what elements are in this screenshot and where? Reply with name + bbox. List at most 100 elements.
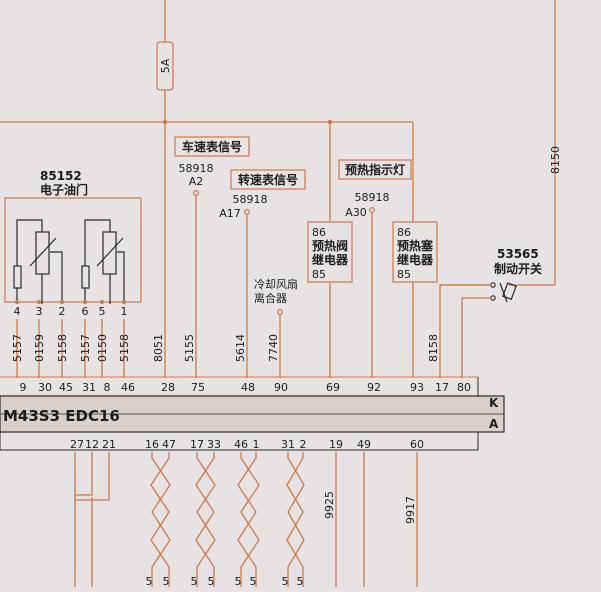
ecu-k-pin: 93 — [410, 381, 424, 394]
speedometer-code: 58918 — [179, 162, 214, 175]
ecu-k-pin: 80 — [457, 381, 471, 394]
ecu-connector-k: K — [489, 396, 499, 410]
relay-plug-box — [392, 221, 438, 283]
a-connector — [0, 431, 479, 451]
switch-contact — [490, 282, 496, 288]
lower-harness — [74, 452, 418, 587]
throttle-pin: 1 — [121, 305, 128, 318]
wire-number: 0159 — [33, 334, 46, 362]
wire-number: 5158 — [56, 334, 69, 362]
relay-valve-pin86: 86 — [312, 226, 326, 239]
ecu-k-pin: 92 — [367, 381, 381, 394]
ecu-a-pin: 2 — [300, 438, 307, 451]
switch-body — [502, 282, 517, 301]
ecu-k-pin: 28 — [161, 381, 175, 394]
wire-number-9925: 9925 — [323, 491, 336, 519]
ecu-k-pin: 9 — [20, 381, 27, 394]
switch-lever — [499, 282, 508, 303]
wire-number-9917: 9917 — [404, 496, 417, 524]
bottom-label: 5 — [282, 575, 289, 587]
wire-number: 5158 — [118, 334, 131, 362]
connector-ring — [369, 207, 376, 214]
potentiometer-wiper — [29, 237, 57, 267]
ecu-k-pin: 69 — [326, 381, 340, 394]
bottom-label: 5 — [250, 575, 257, 587]
connector-ring — [277, 309, 284, 316]
ecu-a-pin: 27 — [70, 438, 84, 451]
brake-switch-code: 53565 — [497, 247, 539, 261]
ecu-a-pin: 12 — [85, 438, 99, 451]
relay-valve-line2: 继电器 — [312, 252, 349, 267]
wire-number: 5157 — [11, 334, 24, 362]
wire-number: 8051 — [152, 334, 165, 362]
throttle-pin: 3 — [36, 305, 43, 318]
tachometer-name: 转速表信号 — [238, 172, 298, 187]
ecu-k-pin: 17 — [435, 381, 449, 394]
ecu-a-pin: 33 — [207, 438, 221, 451]
relay-plug-pin85: 85 — [397, 268, 411, 281]
brake-wire-80 — [461, 297, 491, 378]
ecu-k-pin: 45 — [59, 381, 73, 394]
throttle-pin: 2 — [59, 305, 66, 318]
throttle-wire-numbers: 5157 0159 5158 5157 0150 5158 — [11, 334, 131, 362]
relay-plug-pin86: 86 — [397, 226, 411, 239]
ecu-k-pin: 30 — [38, 381, 52, 394]
ecu-a-pins: 27 12 21 16 47 17 33 46 1 31 2 19 49 60 — [70, 438, 424, 451]
ecu-a-pin: 1 — [253, 438, 260, 451]
ecu-a-pin: 46 — [234, 438, 248, 451]
ecu-a-pin: 19 — [329, 438, 343, 451]
relay-plug-line2: 继电器 — [397, 252, 434, 267]
ecu-a-pin: 47 — [162, 438, 176, 451]
connector-ring — [244, 209, 251, 216]
wire-number: 8158 — [427, 334, 440, 362]
potentiometer-wiper — [96, 237, 124, 267]
resistor-left — [13, 265, 22, 289]
wire-number: 5157 — [79, 334, 92, 362]
ecu-k-pin: 8 — [104, 381, 111, 394]
throttle-box — [4, 197, 142, 303]
bottom-label: 5 — [146, 575, 153, 587]
resistor-right — [81, 265, 90, 289]
switch-contact — [490, 295, 496, 301]
bottom-label: 5 — [163, 575, 170, 587]
bottom-label: 5 — [235, 575, 242, 587]
brake-wire-17 — [439, 284, 490, 378]
relay-valve-pin85: 85 — [312, 268, 326, 281]
ecu-a-pin: 49 — [357, 438, 371, 451]
throttle-pin: 4 — [14, 305, 21, 318]
throttle-code: 85152 — [40, 169, 82, 183]
throttle-pin-labels: 4 3 2 6 5 1 — [14, 305, 128, 318]
relay-valve-line1: 预热阀 — [312, 238, 348, 253]
speedometer-label-box — [174, 136, 250, 157]
wire-number: 0150 — [96, 334, 109, 362]
speedometer-pin: A2 — [189, 175, 204, 188]
throttle-name: 电子油门 — [40, 182, 88, 197]
ecu-a-pin: 21 — [102, 438, 116, 451]
ecu-a-pin: 17 — [190, 438, 204, 451]
throttle-pin: 5 — [99, 305, 106, 318]
throttle-internal — [16, 219, 43, 266]
bottom-label: 5 — [208, 575, 215, 587]
ecu-k-pin: 75 — [191, 381, 205, 394]
throttle-internal — [117, 251, 125, 304]
preheat-lamp-pin: A30 — [345, 206, 367, 219]
wire-label-8150: 8150 — [549, 146, 562, 174]
wire-number: 5155 — [183, 334, 196, 362]
bottom-label: 5 — [297, 575, 304, 587]
ecu-connector-a: A — [489, 417, 499, 431]
wire-number: 7740 — [267, 334, 280, 362]
preheat-lamp-label-box — [338, 159, 412, 180]
ecu-name: M43S3 EDC16 — [3, 407, 120, 425]
ecu-k-pin: 48 — [241, 381, 255, 394]
ecu-k-pin: 46 — [121, 381, 135, 394]
speedometer-name: 车速表信号 — [182, 139, 242, 154]
bottom-wire-labels: 5 5 5 5 5 5 5 5 — [146, 575, 304, 588]
tachometer-pin: A17 — [219, 207, 241, 220]
ecu-k-pin: 31 — [82, 381, 96, 394]
fuse-rating: 5A — [159, 58, 172, 73]
bottom-label: 5 — [191, 575, 198, 587]
throttle-pin: 6 — [82, 305, 89, 318]
fan-clutch-line2: 离合器 — [254, 291, 287, 305]
